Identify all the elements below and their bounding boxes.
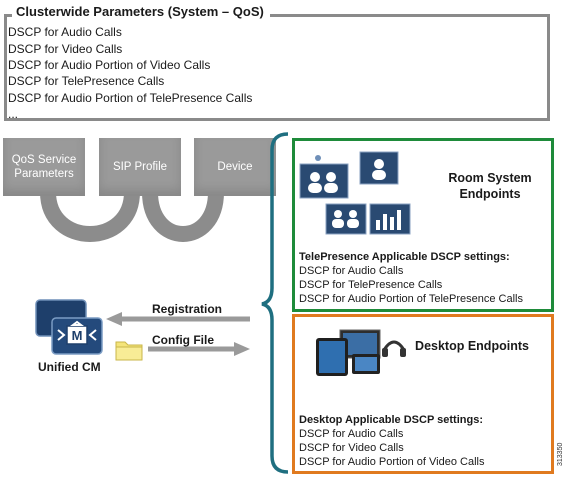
room-system-setting-item: DSCP for Audio Portion of TelePresence C… xyxy=(299,293,523,305)
desktop-setting-item: DSCP for Video Calls xyxy=(299,442,404,454)
room-system-endpoints-icon xyxy=(299,151,411,235)
clusterwide-title: Clusterwide Parameters (System – QoS) xyxy=(12,4,268,19)
params-box-top-border-left xyxy=(4,14,12,17)
desktop-title: Desktop Endpoints xyxy=(415,339,529,353)
qos-service-parameters-block: QoS Service Parameters xyxy=(3,138,85,196)
config-file-label: Config File xyxy=(152,333,214,347)
room-system-settings-title: TelePresence Applicable DSCP settings: xyxy=(299,251,510,263)
params-box-top-border-right xyxy=(270,14,550,17)
clusterwide-item: DSCP for Audio Portion of TelePresence C… xyxy=(8,91,253,105)
clusterwide-item: DSCP for Audio Calls xyxy=(8,25,122,39)
room-system-setting-item: DSCP for TelePresence Calls xyxy=(299,279,443,291)
unified-cm-label: Unified CM xyxy=(38,360,101,374)
desktop-endpoints-icon xyxy=(316,329,406,376)
clusterwide-item: DSCP for TelePresence Calls xyxy=(8,74,165,88)
desktop-settings-title: Desktop Applicable DSCP settings: xyxy=(299,414,483,426)
unified-cm-server-icon: M xyxy=(35,299,103,355)
figure-id: 313350 xyxy=(557,442,564,466)
clusterwide-item: ... xyxy=(8,107,19,121)
folder-icon xyxy=(115,341,143,361)
endpoints-brace xyxy=(261,132,289,474)
clusterwide-item: DSCP for Video Calls xyxy=(8,42,123,56)
room-system-title: Room System Endpoints xyxy=(448,171,532,202)
desktop-endpoints-box xyxy=(292,314,554,474)
svg-text:M: M xyxy=(72,328,83,343)
clusterwide-item: DSCP for Audio Portion of Video Calls xyxy=(8,58,211,72)
room-system-endpoints-box xyxy=(292,138,554,312)
room-system-setting-item: DSCP for Audio Calls xyxy=(299,265,404,277)
registration-label: Registration xyxy=(152,302,223,316)
desktop-setting-item: DSCP for Audio Portion of Video Calls xyxy=(299,456,485,468)
clusterwide-params-box xyxy=(4,14,550,121)
desktop-setting-item: DSCP for Audio Calls xyxy=(299,428,404,440)
registration-config-arrows xyxy=(106,312,250,356)
sip-profile-block: SIP Profile xyxy=(99,138,181,196)
device-block: Device xyxy=(194,138,276,196)
